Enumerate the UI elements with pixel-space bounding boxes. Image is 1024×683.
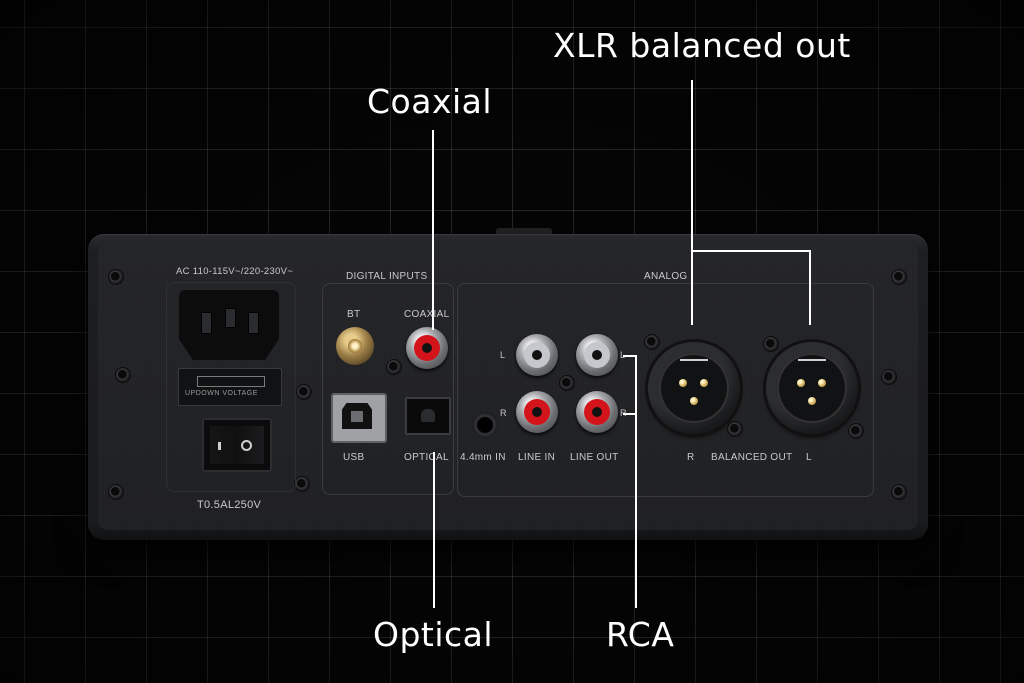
- xlr-pin: [808, 397, 816, 405]
- screw-icon: [387, 360, 401, 374]
- xlr-leader-line-horizontal: [691, 250, 811, 252]
- rca-ring-red: [524, 399, 550, 425]
- usb-b-cavity: [342, 403, 372, 429]
- line-out-left-jack[interactable]: [576, 334, 618, 376]
- rca-leader-line-bottom: [623, 413, 636, 415]
- line-in-channel-r-label: R: [500, 408, 507, 418]
- rca-hole: [592, 407, 602, 417]
- screw-icon: [728, 422, 742, 436]
- jack-4-4mm-label: 4.4mm IN: [460, 452, 506, 463]
- optical-label: OPTICAL: [404, 452, 449, 463]
- rca-ring-white: [524, 342, 550, 368]
- rca-ring-red: [414, 335, 440, 361]
- xlr-pin: [818, 379, 826, 387]
- rca-hole: [422, 343, 432, 353]
- fuse-window-bar: [197, 376, 265, 387]
- rca-hole: [592, 350, 602, 360]
- rca-leader-line-vertical: [635, 355, 637, 608]
- optical-leader-line: [433, 452, 435, 608]
- balanced-4-4mm-input-jack[interactable]: [472, 412, 498, 438]
- callout-rca: RCA: [606, 615, 675, 654]
- xlr-channel-r-label: R: [687, 452, 695, 463]
- screw-icon: [882, 370, 896, 384]
- screw-icon: [849, 424, 863, 438]
- power-on-mark-icon: [241, 440, 252, 451]
- xlr-pin: [700, 379, 708, 387]
- power-switch-key: [210, 426, 264, 464]
- power-off-mark-icon: [218, 442, 221, 450]
- screw-icon: [892, 270, 906, 284]
- xlr-leader-line-trunk: [691, 80, 693, 325]
- xlr-latch-mark: [798, 359, 826, 361]
- line-in-right-jack[interactable]: [516, 391, 558, 433]
- bt-label: BT: [347, 309, 361, 320]
- optical-input-port[interactable]: [405, 397, 451, 435]
- xlr-socket: [777, 353, 847, 423]
- callout-optical: Optical: [373, 615, 494, 654]
- coaxial-input-jack[interactable]: [406, 327, 448, 369]
- power-switch[interactable]: [202, 418, 272, 472]
- screw-icon: [109, 485, 123, 499]
- line-out-label: LINE OUT: [570, 452, 619, 463]
- screw-icon: [297, 385, 311, 399]
- rca-hole: [532, 407, 542, 417]
- line-in-label: LINE IN: [518, 452, 556, 463]
- iec-power-inlet[interactable]: [179, 290, 279, 360]
- fuse-rating-label: T0.5AL250V: [197, 499, 262, 511]
- fuse-window-text: UPDOWN VOLTAGE: [185, 390, 258, 397]
- callout-coaxial: Coaxial: [367, 82, 493, 121]
- xlr-pin: [679, 379, 687, 387]
- rca-ring-red: [584, 399, 610, 425]
- rca-leader-line-top: [623, 355, 636, 357]
- bluetooth-antenna-connector[interactable]: [336, 327, 374, 365]
- xlr-socket: [659, 353, 729, 423]
- screw-icon: [764, 337, 778, 351]
- line-out-channel-l-label: L: [620, 350, 625, 360]
- line-in-channel-l-label: L: [500, 350, 506, 360]
- xlr-balanced-out-right[interactable]: [648, 342, 740, 434]
- digital-inputs-label: DIGITAL INPUTS: [346, 271, 428, 282]
- digital-inputs-frame: [322, 283, 454, 495]
- xlr-channel-l-label: L: [806, 452, 812, 463]
- xlr-pin: [797, 379, 805, 387]
- iec-pin: [248, 312, 259, 334]
- balanced-out-label: BALANCED OUT: [711, 452, 793, 463]
- screw-icon: [116, 368, 130, 382]
- callout-xlr-balanced-out: XLR balanced out: [553, 26, 851, 65]
- usb-label: USB: [343, 452, 365, 463]
- usb-b-input-port[interactable]: [331, 393, 387, 443]
- coaxial-label: COAXIAL: [404, 309, 450, 320]
- iec-pin: [225, 308, 236, 328]
- optical-cavity: [421, 409, 435, 422]
- coaxial-leader-line: [432, 130, 434, 330]
- chassis-top-lip: [496, 228, 552, 238]
- screw-icon: [892, 485, 906, 499]
- line-out-right-jack[interactable]: [576, 391, 618, 433]
- analog-section-frame: [457, 283, 874, 497]
- usb-b-core: [351, 411, 363, 422]
- xlr-latch-mark: [680, 359, 708, 361]
- analog-label: ANALOG: [644, 271, 688, 282]
- screw-icon: [295, 477, 309, 491]
- rca-hole: [532, 350, 542, 360]
- power-section-frame: [166, 282, 296, 492]
- line-in-left-jack[interactable]: [516, 334, 558, 376]
- screw-icon: [645, 335, 659, 349]
- xlr-pin: [690, 397, 698, 405]
- ac-voltage-label: AC 110-115V~/220-230V~: [176, 266, 294, 277]
- bt-connector-core: [348, 339, 362, 353]
- screw-icon: [560, 376, 574, 390]
- xlr-balanced-out-left[interactable]: [766, 342, 858, 434]
- xlr-leader-line-branch: [809, 250, 811, 325]
- iec-pin: [201, 312, 212, 334]
- voltage-selector-window[interactable]: UPDOWN VOLTAGE: [178, 368, 282, 406]
- screw-icon: [109, 270, 123, 284]
- rca-ring-white: [584, 342, 610, 368]
